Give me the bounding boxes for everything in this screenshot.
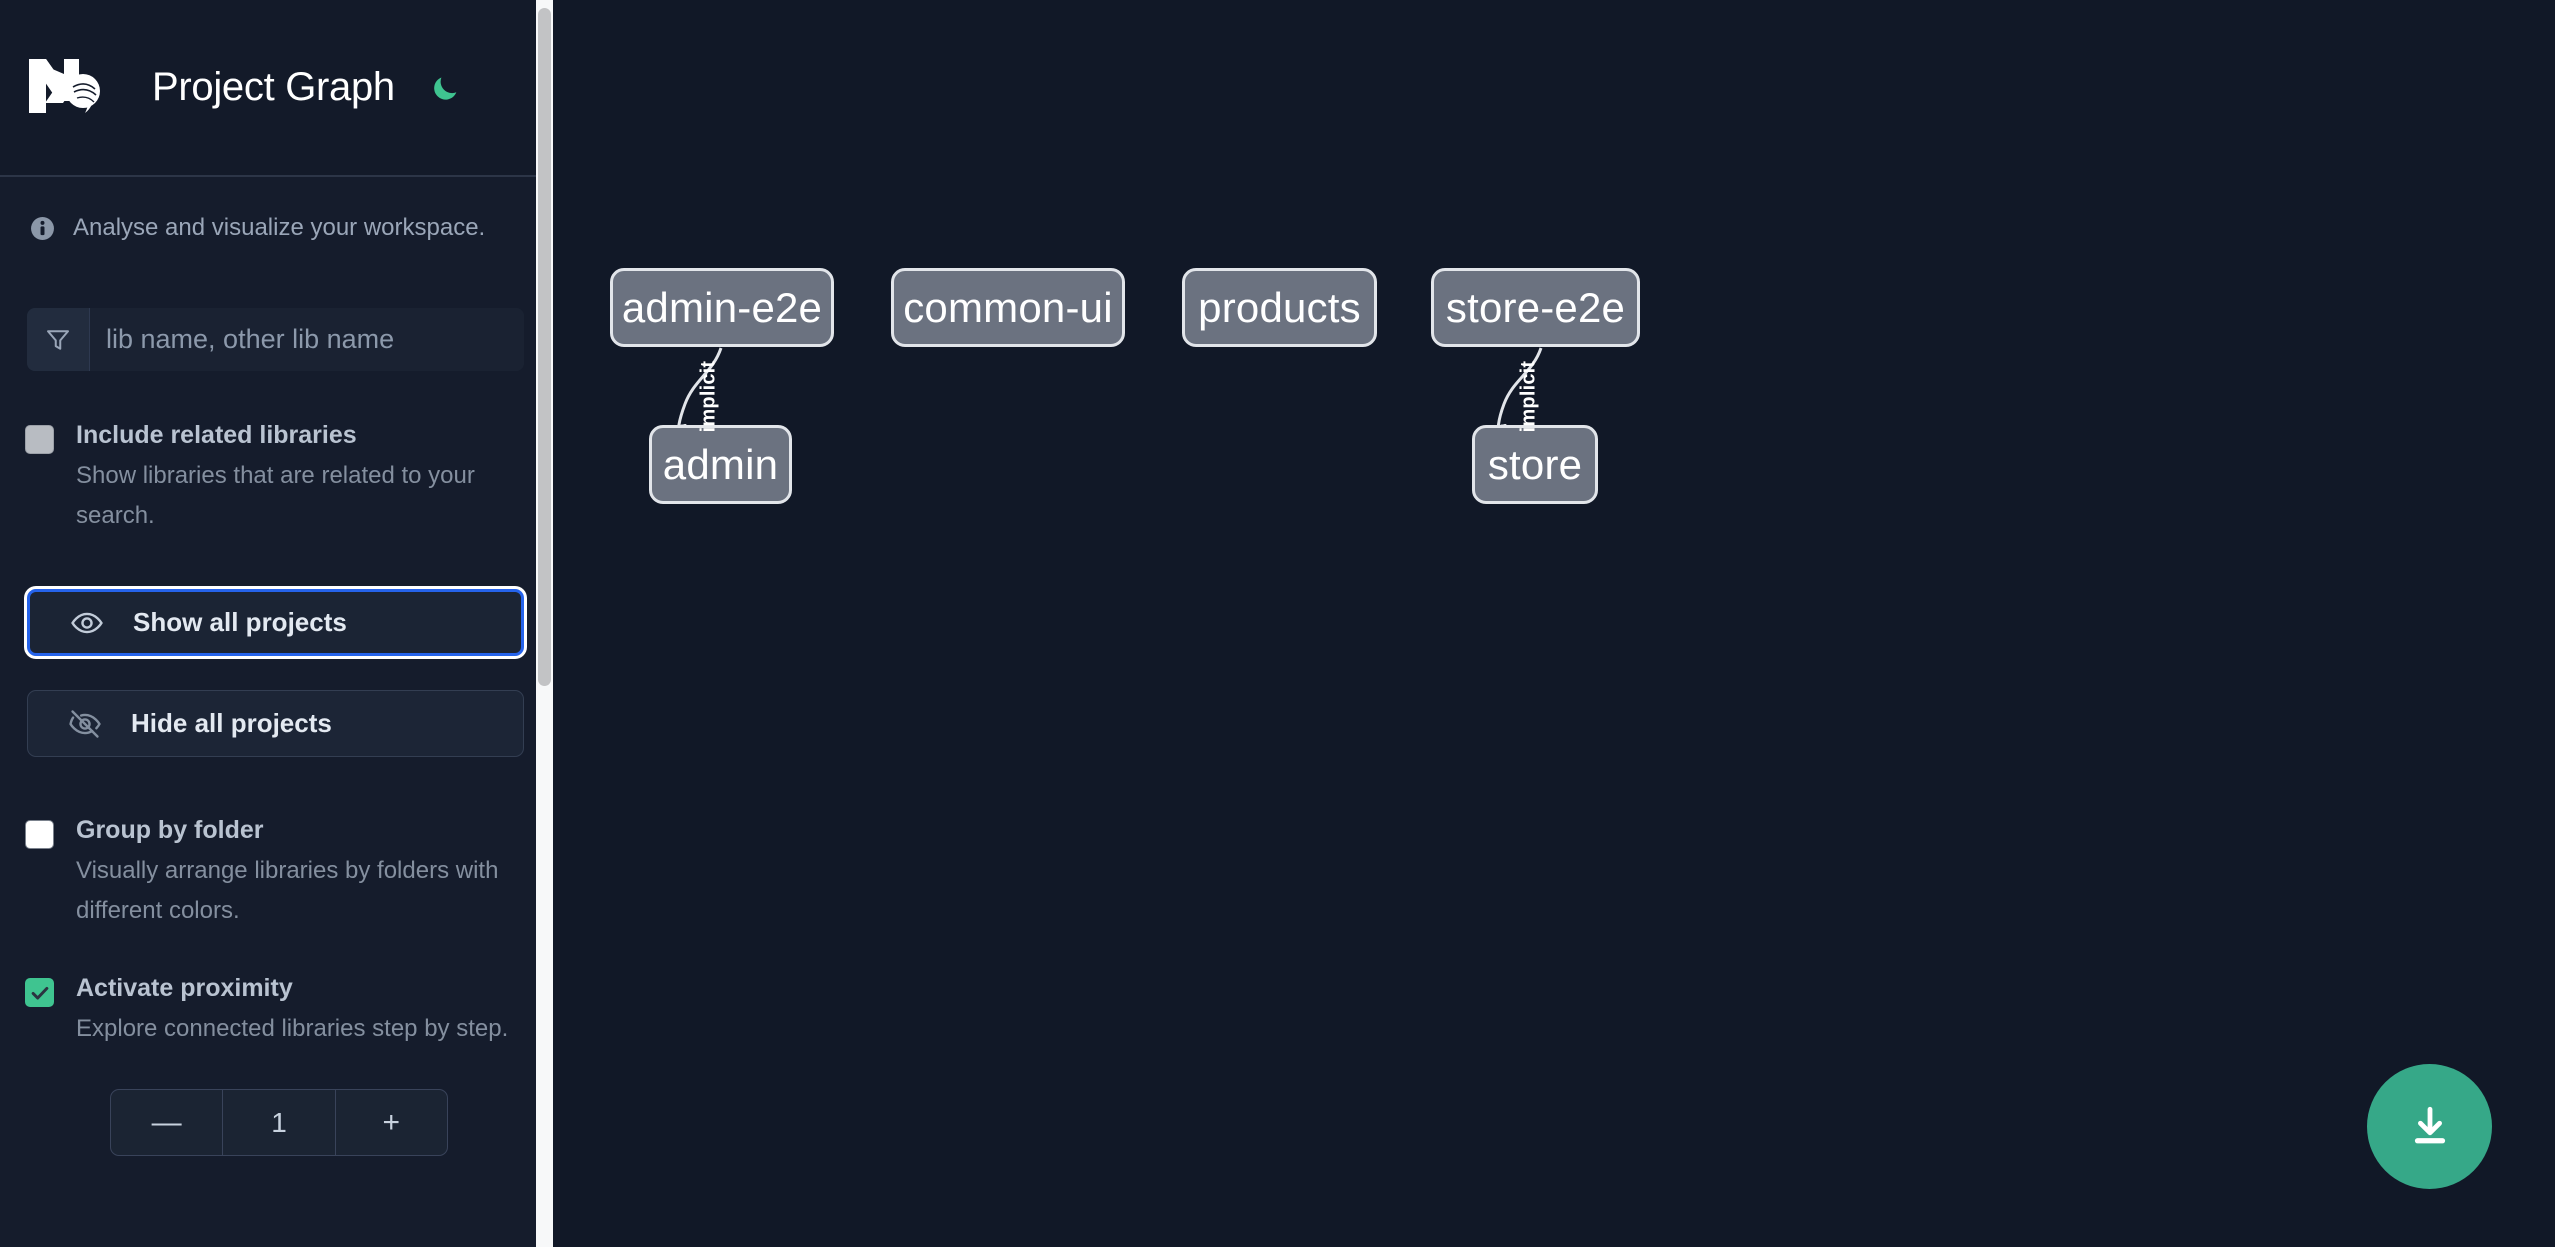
eye-off-icon — [66, 705, 104, 743]
filter-funnel-icon — [27, 308, 90, 371]
edge-label-implicit-store: implicit — [1517, 360, 1540, 433]
moon-glyph — [434, 76, 457, 100]
show-all-projects-button[interactable]: Show all projects — [27, 589, 524, 656]
option-activate-proximity[interactable]: Activate proximity Explore connected lib… — [0, 971, 553, 1049]
graph-node-admin-e2e[interactable]: admin-e2e — [610, 268, 834, 347]
eye-icon — [68, 604, 106, 642]
download-graph-button[interactable] — [2367, 1064, 2492, 1189]
proximity-decrement-button[interactable]: — — [151, 1105, 182, 1139]
project-visibility-buttons: Show all projects Hide all projects — [0, 589, 553, 757]
sidebar-body: Analyse and visualize your workspace. In… — [0, 177, 553, 1156]
option-text: Activate proximity Explore connected lib… — [76, 971, 508, 1049]
option-description: Explore connected libraries step by step… — [76, 1015, 509, 1042]
funnel-glyph — [47, 329, 69, 350]
page-title: Project Graph — [152, 65, 395, 109]
option-description: Visually arrange libraries by folders wi… — [76, 857, 499, 924]
tagline-row: Analyse and visualize your workspace. — [0, 177, 553, 242]
check-icon — [31, 986, 48, 1000]
stepper-divider — [222, 1090, 224, 1155]
proximity-stepper: — 1 + — [110, 1089, 448, 1156]
option-label: Activate proximity — [76, 974, 293, 1002]
option-label: Group by folder — [76, 816, 264, 844]
hide-all-projects-label: Hide all projects — [131, 708, 332, 738]
eye-off-glyph — [69, 709, 101, 738]
sidebar-scrollbar-thumb[interactable] — [538, 8, 551, 686]
info-icon — [31, 216, 54, 240]
option-description: Show libraries that are related to your … — [76, 462, 475, 529]
show-all-projects-label: Show all projects — [133, 607, 347, 637]
search-filter-field[interactable] — [27, 308, 524, 371]
group-by-folder-checkbox[interactable] — [25, 820, 54, 849]
option-include-related-libraries[interactable]: Include related libraries Show libraries… — [0, 418, 553, 536]
graph-node-products[interactable]: products — [1182, 268, 1377, 347]
option-text: Group by folder Visually arrange librari… — [76, 813, 516, 931]
sidebar: Project Graph Analyse and visualize your… — [0, 0, 553, 1247]
tagline-text: Analyse and visualize your workspace. — [73, 214, 486, 241]
graph-canvas[interactable]: admin-e2e common-ui products store-e2e a… — [553, 0, 2555, 1247]
sidebar-header: Project Graph — [0, 0, 553, 177]
stepper-divider — [334, 1090, 336, 1155]
edge-label-implicit-admin: implicit — [697, 360, 720, 433]
graph-edges — [665, 347, 1543, 447]
option-label: Include related libraries — [76, 421, 357, 449]
nx-logo — [29, 58, 100, 113]
download-icon — [2414, 1106, 2445, 1143]
activate-proximity-checkbox[interactable] — [25, 978, 54, 1007]
option-group-by-folder[interactable]: Group by folder Visually arrange librari… — [0, 813, 553, 931]
graph-node-store[interactable]: store — [1472, 425, 1598, 504]
option-text: Include related libraries Show libraries… — [76, 418, 516, 536]
include-related-libraries-checkbox[interactable] — [25, 425, 54, 454]
proximity-increment-button[interactable]: + — [382, 1105, 401, 1139]
eye-glyph — [71, 612, 103, 633]
hide-all-projects-button[interactable]: Hide all projects — [27, 690, 524, 757]
graph-node-common-ui[interactable]: common-ui — [891, 268, 1125, 347]
moon-icon[interactable] — [425, 68, 465, 108]
graph-node-store-e2e[interactable]: store-e2e — [1431, 268, 1640, 347]
graph-node-admin[interactable]: admin — [649, 425, 792, 504]
proximity-value: 1 — [271, 1106, 287, 1138]
search-input[interactable] — [90, 308, 524, 371]
